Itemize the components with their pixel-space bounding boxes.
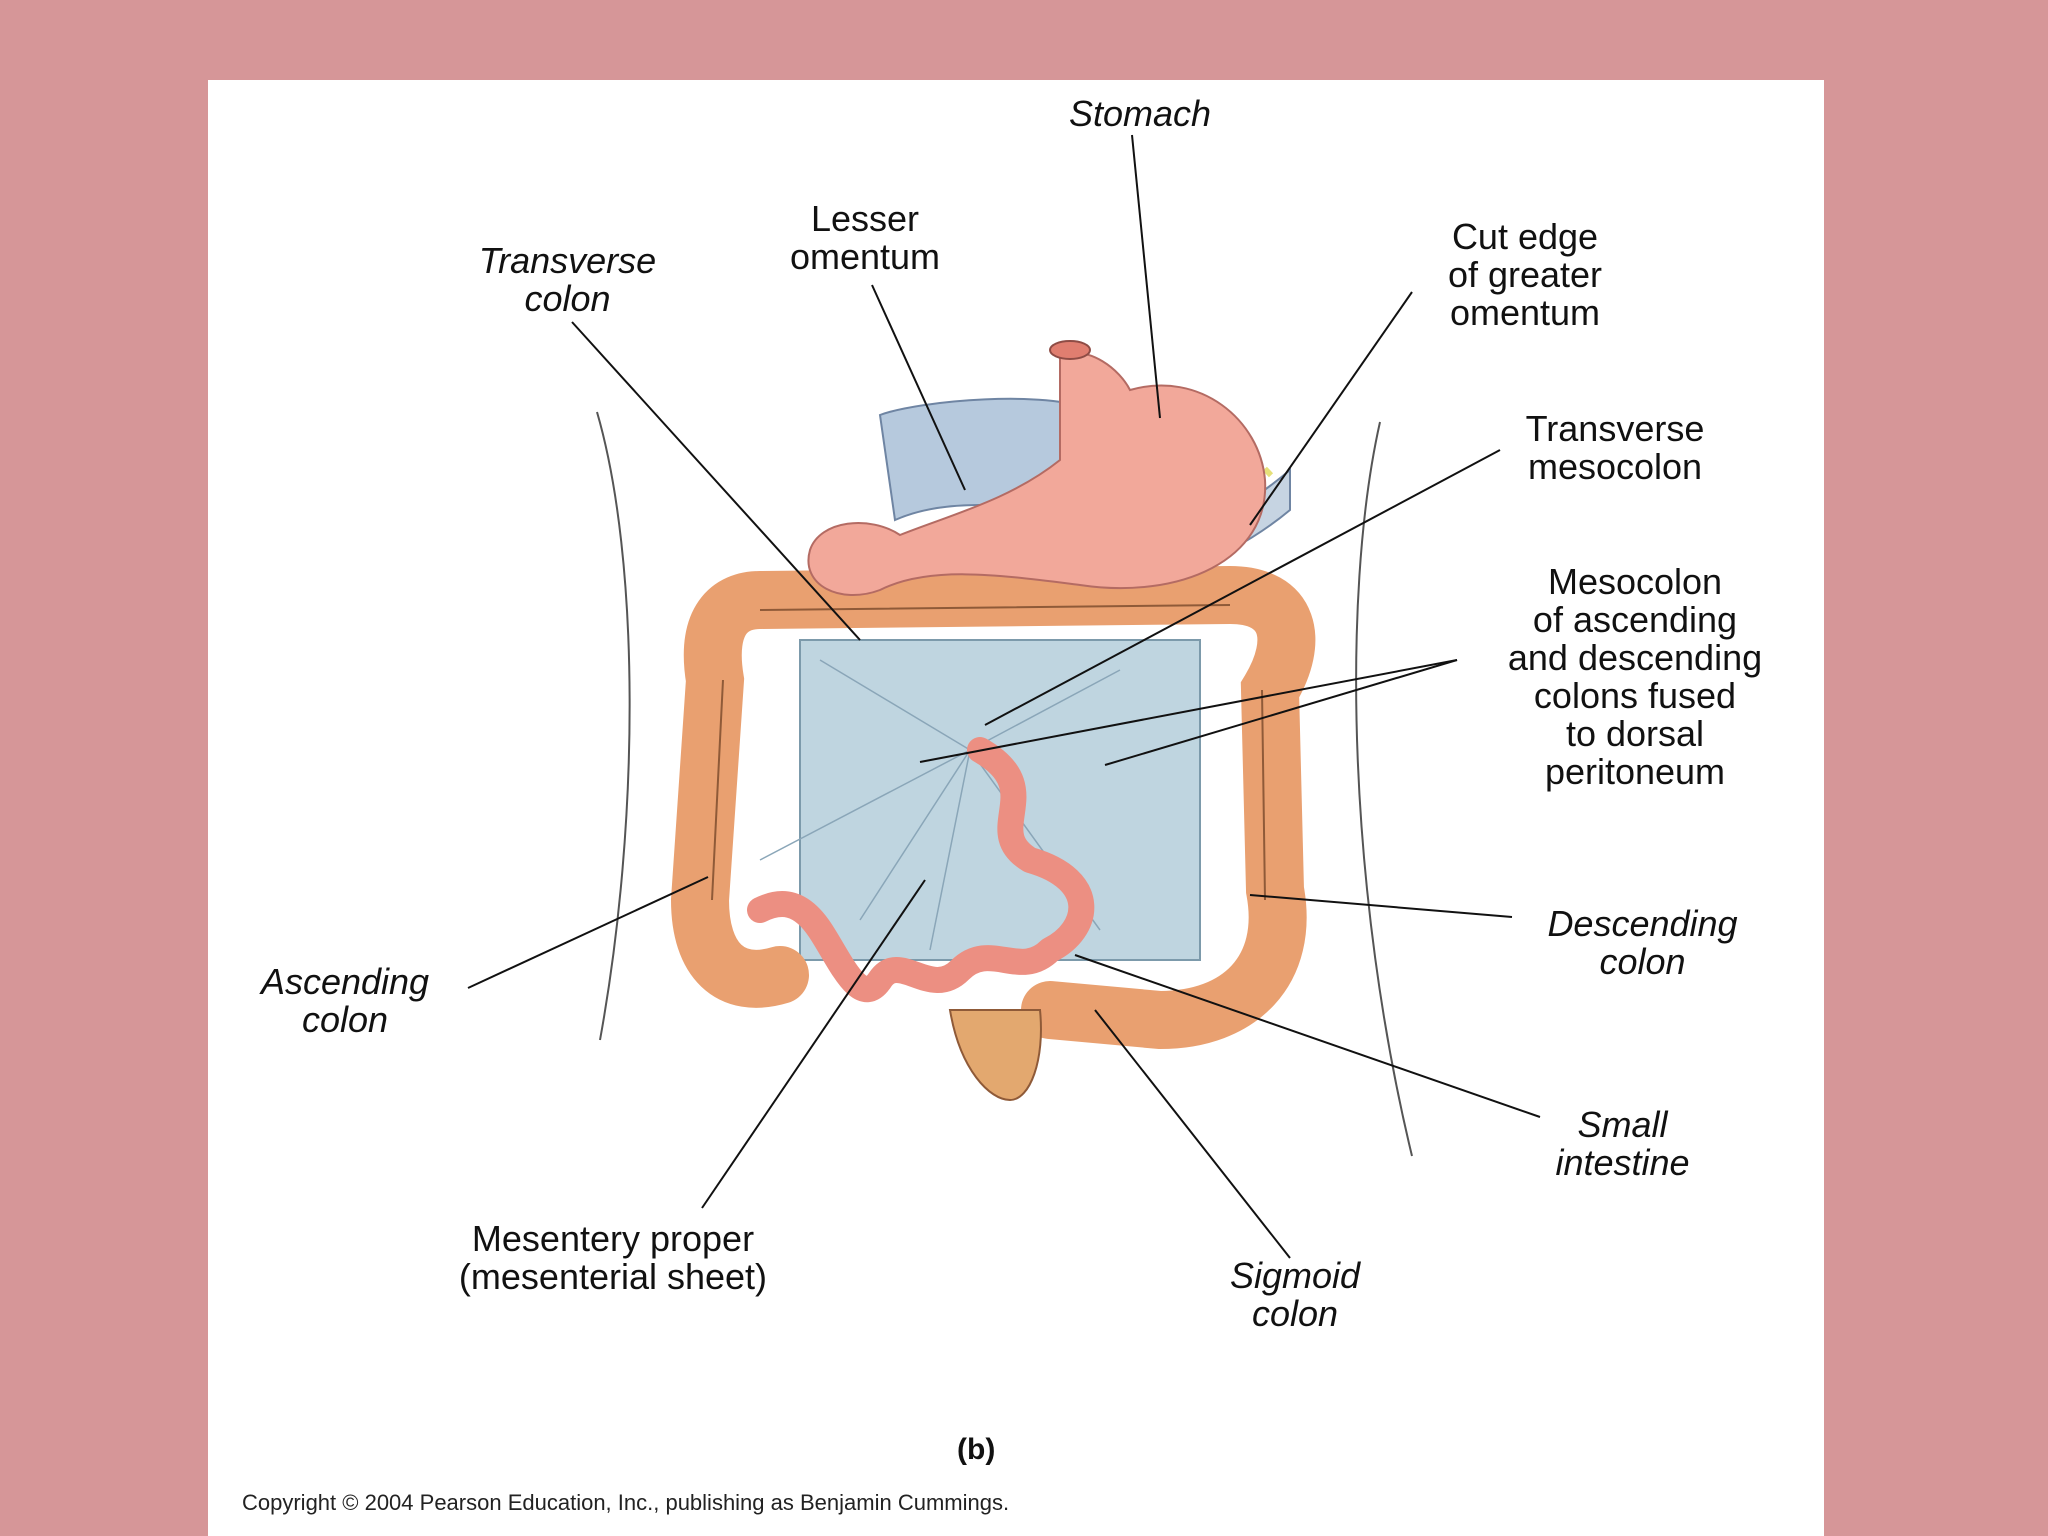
- body-outline-right: [1355, 421, 1413, 1157]
- label-mesentery-proper: Mesentery proper (mesenterial sheet): [458, 1218, 768, 1297]
- figure-caption: (b): [957, 1433, 996, 1466]
- label-transverse-colon: Transverse colon: [478, 240, 657, 319]
- leader-transverse-mesocolon: [984, 449, 1501, 726]
- label-ascending-colon: Ascending colon: [260, 961, 430, 1040]
- leader-small-intestine: [1074, 954, 1541, 1118]
- esophagus-opening: [1049, 340, 1091, 360]
- label-stomach: Stomach: [1068, 93, 1212, 134]
- colon: [670, 565, 1316, 1050]
- label-lesser-omentum: Lesser omentum: [789, 198, 941, 277]
- label-sigmoid-colon: Sigmoid colon: [1229, 1255, 1361, 1334]
- stomach: [807, 351, 1267, 596]
- label-mesocolon-fused: Mesocolon of ascending and descending co…: [1507, 561, 1763, 792]
- leader-mesentery-proper: [701, 879, 926, 1209]
- body-outline-left: [596, 411, 631, 1041]
- leader-descending-colon: [1249, 894, 1513, 918]
- leader-ascending-colon: [467, 876, 709, 989]
- leader-mesocolon-2: [1104, 659, 1458, 766]
- colon-band: [711, 604, 1266, 901]
- label-small-intestine: Small intestine: [1555, 1104, 1690, 1183]
- label-cut-edge: Cut edge of greater omentum: [1447, 216, 1603, 333]
- leader-cut-edge: [1249, 291, 1413, 526]
- small-intestine: [747, 737, 1095, 1003]
- label-descending-colon: Descending colon: [1547, 903, 1738, 982]
- copyright-notice: Copyright © 2004 Pearson Education, Inc.…: [242, 1490, 1010, 1515]
- leader-sigmoid-colon: [1094, 1009, 1291, 1259]
- leader-transverse-colon: [571, 321, 861, 641]
- mesentery-sheet: [799, 639, 1201, 961]
- label-transverse-mesocolon: Transverse mesocolon: [1525, 408, 1705, 487]
- leader-stomach: [1131, 134, 1161, 419]
- rectum: [948, 1009, 1042, 1102]
- leader-lesser-omentum: [871, 284, 966, 491]
- leader-mesocolon-1: [919, 659, 1458, 763]
- leader-lines: [467, 134, 1541, 1259]
